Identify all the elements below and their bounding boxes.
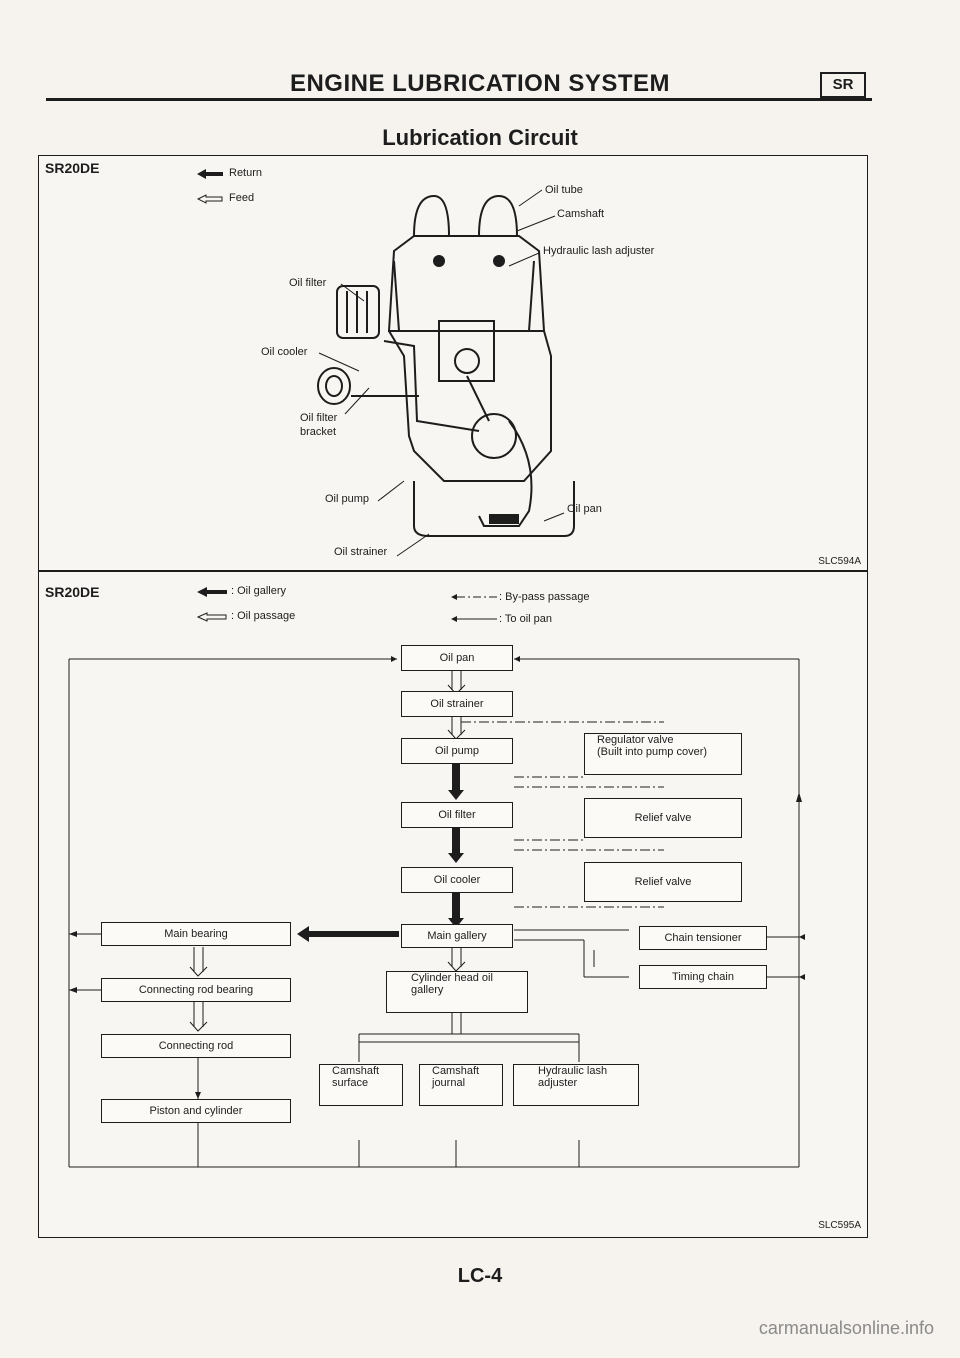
box-timing-chain: Timing chain xyxy=(639,965,767,989)
legend-to-oil-pan: : To oil pan xyxy=(499,613,553,625)
figure-ref: SLC595A xyxy=(818,1220,861,1231)
page-header-title: ENGINE LUBRICATION SYSTEM xyxy=(289,70,671,97)
cyl-head-line1: Cylinder head oil xyxy=(411,972,493,984)
return-arrow-icon xyxy=(197,169,223,179)
camshaft-surface-line1: Camshaft xyxy=(332,1065,380,1077)
box-chain-tensioner: Chain tensioner xyxy=(639,926,767,950)
page-number: LC-4 xyxy=(457,1265,503,1287)
hla-line2: adjuster xyxy=(538,1077,578,1089)
callout-hydraulic-lash-adjuster: Hydraulic lash adjuster xyxy=(543,245,655,257)
header-rule xyxy=(46,98,872,101)
box-relief-valve-1: Relief valve xyxy=(584,798,742,838)
camshaft-journal-line1: Camshaft xyxy=(432,1065,480,1077)
callout-oil-filter: Oil filter xyxy=(289,277,327,289)
box-camshaft-surface: Camshaft surface xyxy=(319,1064,403,1106)
legend-bypass-passage: : By-pass passage xyxy=(499,591,590,603)
legend-oil-gallery: : Oil gallery xyxy=(231,585,287,597)
engine-cutaway-drawing xyxy=(317,194,575,537)
box-oil-strainer: Oil strainer xyxy=(401,691,513,717)
callout-oil-cooler: Oil cooler xyxy=(261,346,308,358)
box-relief-valve-2: Relief valve xyxy=(584,862,742,902)
regulator-valve-line1: Regulator valve xyxy=(597,734,674,746)
flow-chart-panel: SR20DE : Oil gallery : Oil passage : By-… xyxy=(38,571,868,1238)
to-oil-pan-arrow-icon xyxy=(451,616,497,622)
box-piston-and-cylinder: Piston and cylinder xyxy=(101,1099,291,1123)
section-title: Lubrication Circuit xyxy=(382,125,578,150)
callout-oil-strainer: Oil strainer xyxy=(334,546,388,558)
box-oil-pan: Oil pan xyxy=(401,645,513,671)
bypass-arrow-icon xyxy=(451,594,497,600)
legend-feed-label: Feed xyxy=(229,192,255,204)
oil-passage-arrow-icon xyxy=(197,612,227,622)
camshaft-surface-line2: surface xyxy=(332,1077,369,1089)
regulator-valve-line2: (Built into pump cover) xyxy=(597,746,708,758)
callout-oil-filter-bracket-1: Oil filter xyxy=(300,412,338,424)
box-camshaft-journal: Camshaft journal xyxy=(419,1064,503,1106)
callout-oil-pan: Oil pan xyxy=(567,503,602,515)
cyl-head-line2: gallery xyxy=(411,984,444,996)
callout-leaders xyxy=(318,189,565,557)
box-regulator-valve: Regulator valve (Built into pump cover) xyxy=(584,733,742,775)
hla-line1: Hydraulic lash xyxy=(538,1065,608,1077)
callout-oil-filter-bracket-2: bracket xyxy=(300,426,337,438)
engine-diagram-panel: SR20DE Return Feed xyxy=(38,155,868,571)
watermark: carmanualsonline.info xyxy=(758,1318,934,1338)
callout-camshaft: Camshaft xyxy=(557,208,605,220)
panel-label: SR20DE xyxy=(45,584,100,600)
box-cylinder-head-oil-gallery: Cylinder head oil gallery xyxy=(386,971,528,1013)
box-hydraulic-lash-adjuster: Hydraulic lash adjuster xyxy=(513,1064,639,1106)
legend-oil-passage: : Oil passage xyxy=(231,610,296,622)
figure-ref: SLC594A xyxy=(818,556,861,567)
box-oil-filter: Oil filter xyxy=(401,802,513,828)
legend-return-label: Return xyxy=(229,167,263,179)
section-badge: SR xyxy=(820,72,866,98)
box-oil-cooler: Oil cooler xyxy=(401,867,513,893)
feed-arrow-icon xyxy=(197,194,223,204)
oil-gallery-arrow-icon xyxy=(197,587,227,597)
box-main-bearing: Main bearing xyxy=(101,922,291,946)
callout-oil-pump: Oil pump xyxy=(325,493,370,505)
callout-oil-tube: Oil tube xyxy=(545,184,583,196)
box-connecting-rod: Connecting rod xyxy=(101,1034,291,1058)
flow-lines xyxy=(68,656,805,1168)
box-oil-pump: Oil pump xyxy=(401,738,513,764)
box-main-gallery: Main gallery xyxy=(401,924,513,948)
box-connecting-rod-bearing: Connecting rod bearing xyxy=(101,978,291,1002)
panel-label: SR20DE xyxy=(45,160,100,176)
camshaft-journal-line2: journal xyxy=(432,1077,466,1089)
